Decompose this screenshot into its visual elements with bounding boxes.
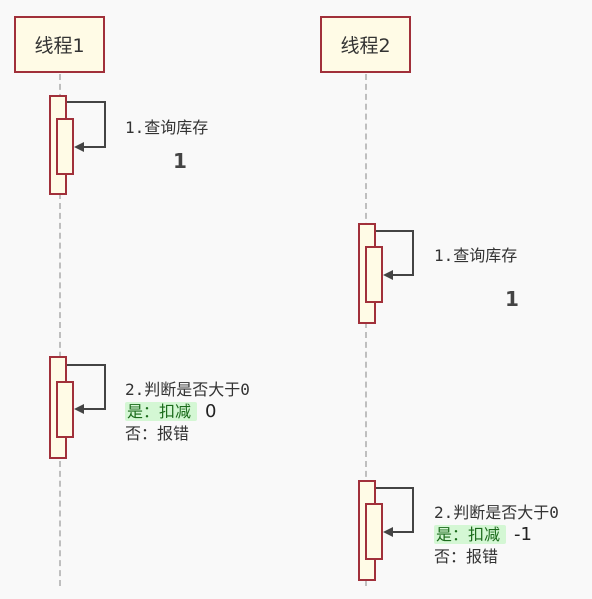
t1-judge-yes: 是：扣减 bbox=[125, 402, 198, 421]
t1-judge-arrowhead bbox=[74, 404, 84, 414]
thread2-label: 线程2 bbox=[340, 35, 391, 57]
thread1-actor: 线程1 bbox=[14, 16, 105, 73]
t1-judge-no: 否：报错 bbox=[125, 424, 190, 443]
t1-judge-label: 2.判断是否大于0 bbox=[125, 380, 250, 399]
t1-judge-yes-row: 是：扣减 0 bbox=[125, 401, 250, 423]
t2-judge-arrowhead bbox=[383, 527, 393, 537]
thread1-lifeline bbox=[59, 74, 61, 586]
t2-judge-yes: 是：扣减 bbox=[434, 525, 507, 544]
t2-judge-arrow bbox=[376, 487, 414, 533]
t2-judge-label: 2.判断是否大于0 bbox=[434, 503, 559, 522]
t1-judge-arrow bbox=[67, 364, 106, 410]
thread1-label: 线程1 bbox=[34, 35, 85, 57]
t1-query-arrow bbox=[67, 101, 106, 148]
t2-judge-yes-value: -1 bbox=[514, 524, 532, 545]
t2-judge-inner-activation bbox=[365, 503, 383, 560]
t1-judge-yes-value: 0 bbox=[205, 401, 217, 422]
thread2-lifeline bbox=[365, 74, 367, 586]
t2-judge-no: 否：报错 bbox=[434, 547, 499, 566]
t2-query-arrowhead bbox=[383, 270, 393, 280]
t2-query-inner-activation bbox=[365, 246, 383, 303]
t1-judge-inner-activation bbox=[56, 381, 74, 438]
t1-query-arrowhead bbox=[74, 142, 84, 152]
t1-query-value: 1 bbox=[173, 149, 187, 173]
t2-judge-message: 2.判断是否大于0 是：扣减 -1 否：报错 bbox=[434, 502, 559, 568]
t2-query-message: 1.查询库存 bbox=[434, 246, 518, 265]
t2-query-arrow bbox=[376, 230, 414, 276]
t1-query-inner-activation bbox=[56, 118, 74, 175]
t2-query-value: 1 bbox=[505, 287, 519, 311]
t2-judge-yes-row: 是：扣减 -1 bbox=[434, 524, 559, 546]
t1-judge-message: 2.判断是否大于0 是：扣减 0 否：报错 bbox=[125, 379, 250, 445]
thread2-actor: 线程2 bbox=[320, 16, 411, 73]
t1-query-message: 1.查询库存 bbox=[125, 118, 209, 137]
